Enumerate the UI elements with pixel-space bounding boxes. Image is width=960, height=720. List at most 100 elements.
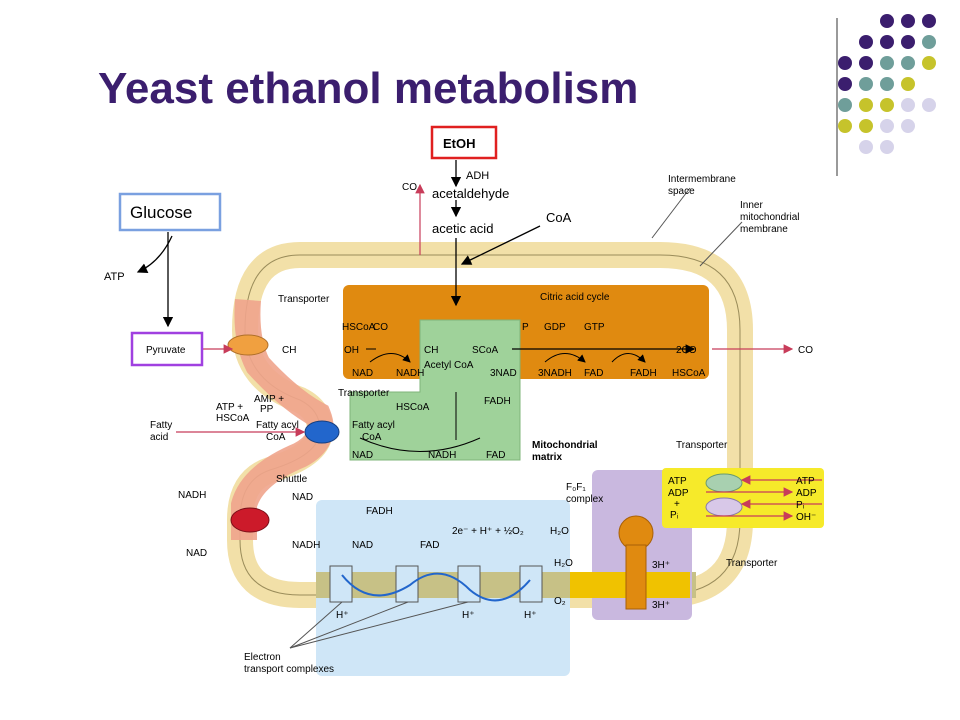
fatty-acyl-coa-2-line-2: CoA bbox=[362, 432, 382, 443]
pyruvate-box bbox=[130, 331, 204, 367]
etc-label-line-1: Electron bbox=[244, 652, 281, 663]
decorative-dot bbox=[880, 56, 894, 70]
decorative-dot bbox=[901, 35, 915, 49]
co2-top-label: CO bbox=[402, 182, 417, 193]
etc-complex-4 bbox=[519, 565, 543, 603]
glucose-box bbox=[118, 192, 222, 232]
decorative-dot bbox=[838, 119, 852, 133]
acetic-acid-label: acetic acid bbox=[432, 221, 493, 236]
transporter-right-label: Transporter bbox=[676, 440, 728, 451]
decorative-dot bbox=[880, 14, 894, 28]
decorative-dot bbox=[901, 14, 915, 28]
glucose-atp-arrow bbox=[136, 235, 173, 273]
inner-membrane-line-2: mitochondrial bbox=[740, 212, 799, 223]
oh-out-label: OH⁻ bbox=[796, 512, 816, 523]
adp-in-label: ADP bbox=[668, 488, 689, 499]
adp-out-label: ADP bbox=[796, 488, 817, 499]
decorative-dot bbox=[859, 98, 873, 112]
nadh3-label: 3NADH bbox=[538, 368, 572, 379]
f0f1-line-1: F₀F₁ bbox=[566, 482, 586, 493]
fadh2-label: FADH bbox=[630, 368, 657, 379]
ppi-label: PP bbox=[260, 404, 274, 415]
fatty-acyl-coa-2-line-1: Fatty acyl bbox=[352, 420, 395, 431]
decorative-dot bbox=[901, 119, 915, 133]
fad-arc bbox=[611, 353, 646, 363]
three-h-out-label: 3H⁺ bbox=[652, 600, 670, 611]
atp-plus-label: ATP + bbox=[216, 402, 243, 413]
mito-matrix-line-1: Mitochondrial bbox=[532, 440, 598, 451]
intermembrane-leader bbox=[651, 187, 691, 239]
three-h-in-label: 3H⁺ bbox=[652, 560, 670, 571]
h2o-label-2: H₂O bbox=[554, 558, 573, 569]
nadh-shuttle-label: NADH bbox=[292, 540, 320, 551]
fatty-acyl-coa-1-line-2: CoA bbox=[266, 432, 286, 443]
nad-shuttle-label: NAD bbox=[292, 492, 313, 503]
divider-line bbox=[836, 18, 838, 176]
decorative-dot bbox=[859, 140, 873, 154]
f0f1-line-2: complex bbox=[566, 494, 603, 505]
co2-right-label: CO bbox=[798, 345, 813, 356]
transporter-bottom-label: Transporter bbox=[726, 558, 778, 569]
fadh2-etc-label: FADH bbox=[366, 506, 393, 517]
pi-out-label: Pᵢ bbox=[796, 500, 805, 511]
gtp-label: GTP bbox=[584, 322, 605, 333]
nadh-label-1: NADH bbox=[396, 368, 424, 379]
decorative-dot bbox=[901, 98, 915, 112]
decorative-dot bbox=[922, 35, 936, 49]
nad3-arc bbox=[544, 353, 586, 363]
nadh-left-label: NADH bbox=[178, 490, 206, 501]
nad-etc-label: NAD bbox=[352, 540, 373, 551]
mito-matrix-line-2: matrix bbox=[532, 452, 562, 463]
intermembrane-line-2: space bbox=[668, 186, 695, 197]
etoh-label: EtOH bbox=[443, 136, 476, 151]
decorative-dot bbox=[838, 56, 852, 70]
decorative-dot bbox=[880, 140, 894, 154]
fatty-arc bbox=[359, 437, 481, 452]
decorative-dot bbox=[859, 77, 873, 91]
decorative-dot bbox=[901, 56, 915, 70]
hscoa-label-2: HSCoA bbox=[672, 368, 706, 379]
co2-label-1: CO bbox=[373, 322, 388, 333]
h2o-label-1: H₂O bbox=[550, 526, 569, 537]
two-co2-label: 2CO bbox=[676, 345, 697, 356]
fadh2-b-label: FADH bbox=[484, 396, 511, 407]
decorative-dot bbox=[922, 14, 936, 28]
decorative-dot bbox=[859, 56, 873, 70]
transporter-top-label: Transporter bbox=[278, 294, 330, 305]
decorative-dot bbox=[880, 77, 894, 91]
oh-label: OH bbox=[344, 345, 359, 356]
etoh-box bbox=[430, 125, 498, 160]
hscoa-label-3: HSCoA bbox=[216, 413, 250, 424]
citric-acid-cycle-label: Citric acid cycle bbox=[540, 292, 610, 303]
decorative-dot bbox=[880, 35, 894, 49]
nad-left-label: NAD bbox=[186, 548, 207, 559]
f0-stalk bbox=[625, 544, 647, 610]
hscoa-label-1: HSCoA bbox=[342, 322, 376, 333]
slide-title: Yeast ethanol metabolism bbox=[98, 64, 639, 113]
coa-label: CoA bbox=[546, 210, 572, 225]
hscoa-label-4: HSCoA bbox=[396, 402, 430, 413]
ch3-left-label: CH bbox=[282, 345, 296, 356]
decorative-dot bbox=[880, 98, 894, 112]
shuttle-transporter bbox=[230, 507, 270, 533]
nadh-b-label: NADH bbox=[428, 450, 456, 461]
etc-label-line-2: transport complexes bbox=[244, 664, 334, 675]
etc-leader-3 bbox=[289, 601, 469, 649]
fatty-acid-line-2: acid bbox=[150, 432, 168, 443]
atp-out-label: ATP bbox=[796, 476, 815, 487]
electron-path bbox=[341, 572, 531, 602]
ch3-mid-label: CH bbox=[424, 345, 438, 356]
atp-transport-band bbox=[662, 468, 824, 528]
pi-in-label: Pᵢ bbox=[670, 510, 679, 521]
nad-arc bbox=[369, 353, 411, 363]
nad3-label: 3NAD bbox=[490, 368, 517, 379]
decorative-dot bbox=[838, 77, 852, 91]
fad-b-label: FAD bbox=[486, 450, 505, 461]
coa-arrow bbox=[460, 225, 541, 265]
decorative-dot bbox=[922, 56, 936, 70]
atp-label: ATP bbox=[104, 271, 125, 283]
o2-label: O₂ bbox=[554, 596, 566, 607]
inner-membrane-line-3: membrane bbox=[740, 224, 788, 235]
